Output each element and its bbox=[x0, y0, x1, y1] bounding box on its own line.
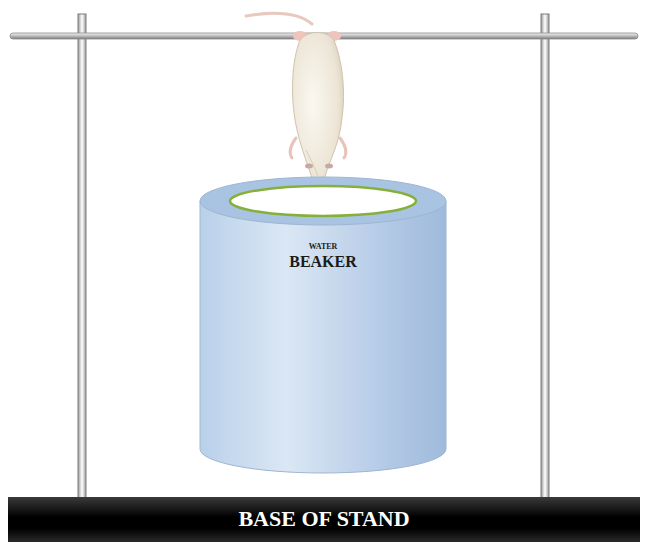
beaker-outline bbox=[199, 176, 447, 474]
water-surface bbox=[230, 186, 416, 216]
beaker-label-small: WATER bbox=[199, 242, 447, 252]
base-label: BASE OF STAND bbox=[238, 506, 409, 532]
water-beaker: WATERBEAKER bbox=[199, 176, 447, 474]
stand-pole bbox=[78, 14, 86, 499]
beaker-rim bbox=[200, 177, 446, 225]
beaker-body bbox=[200, 201, 446, 473]
rat-illustration bbox=[246, 13, 346, 191]
stand-pole bbox=[541, 14, 549, 499]
beaker-text-block: WATERBEAKER bbox=[199, 242, 447, 271]
stand-base: BASE OF STAND bbox=[8, 497, 640, 542]
beaker-label: BEAKER bbox=[199, 252, 447, 271]
